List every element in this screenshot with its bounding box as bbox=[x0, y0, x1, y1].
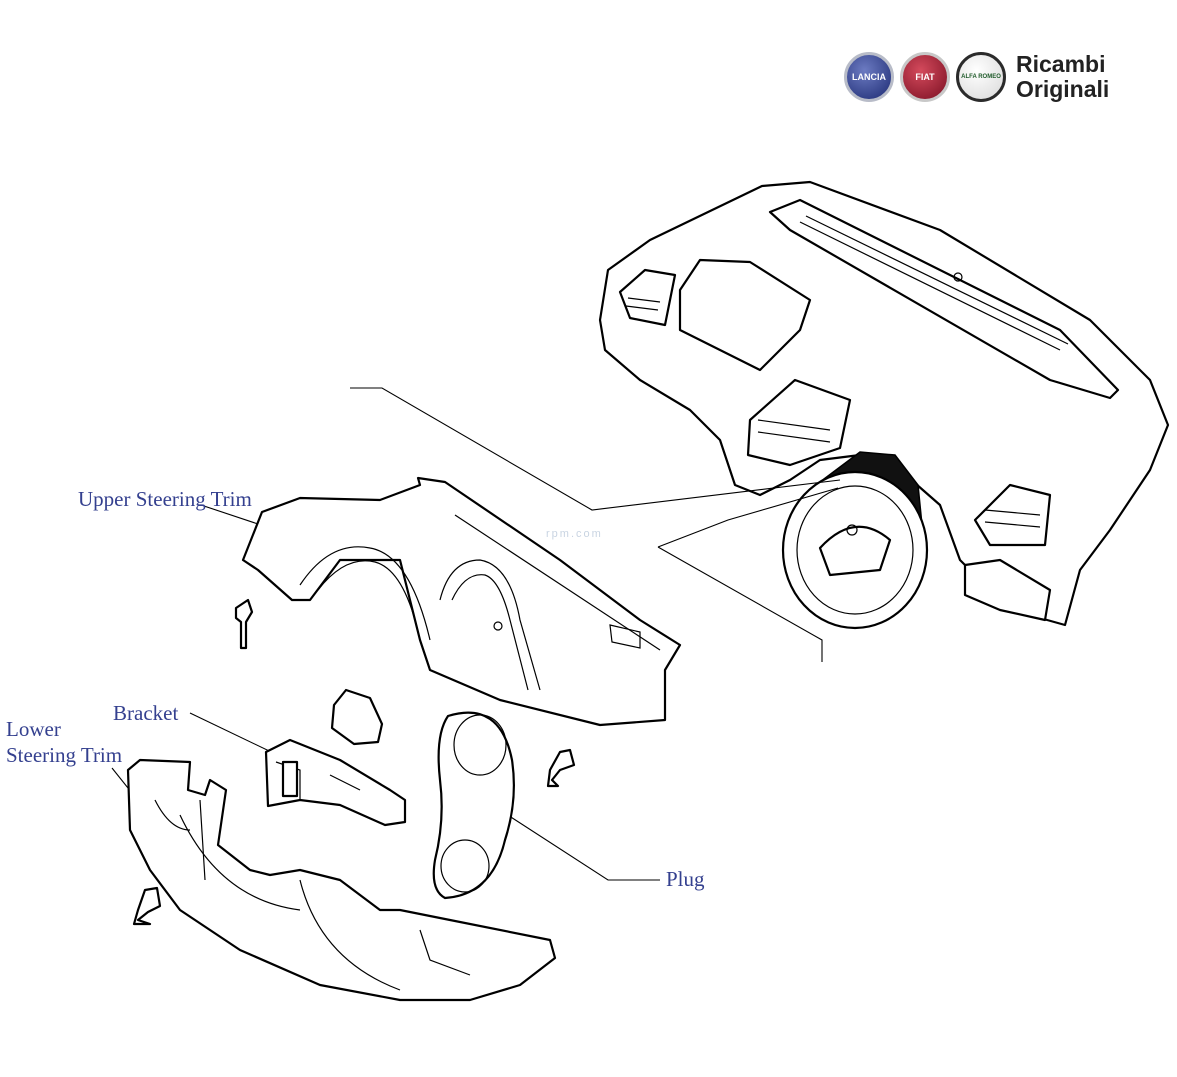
brand-logo-group: LANCIA FIAT ALFA ROMEO Ricambi Originali bbox=[844, 48, 1109, 106]
alfa-romeo-logo: ALFA ROMEO bbox=[956, 52, 1006, 102]
plug-illustration bbox=[432, 711, 515, 900]
screw-illustration bbox=[132, 886, 162, 926]
brand-text-line2: Originali bbox=[1016, 76, 1110, 102]
lancia-logo: LANCIA bbox=[844, 52, 894, 102]
rivet-illustration bbox=[234, 598, 254, 650]
label-upper-steering-trim: Upper Steering Trim bbox=[78, 487, 252, 511]
label-plug: Plug bbox=[666, 867, 705, 891]
dashboard-illustration bbox=[598, 180, 1170, 630]
label-lower-steering-trim-line1: Lower bbox=[6, 717, 61, 741]
label-lower-steering-trim-line2: Steering Trim bbox=[6, 743, 123, 767]
fasteners bbox=[132, 598, 576, 926]
lower-steering-trim-illustration bbox=[126, 758, 557, 1002]
brand-text: Ricambi Originali bbox=[1016, 52, 1109, 102]
watermark-text: rpm.com bbox=[546, 528, 603, 540]
upper-steering-trim-illustration bbox=[241, 476, 682, 727]
leader-lines bbox=[111, 387, 841, 881]
brand-text-line1: Ricambi bbox=[1016, 51, 1106, 77]
label-bracket: Bracket bbox=[113, 701, 179, 725]
bracket-illustration bbox=[264, 688, 407, 827]
screw-illustration bbox=[546, 748, 576, 788]
fiat-logo: FIAT bbox=[900, 52, 950, 102]
